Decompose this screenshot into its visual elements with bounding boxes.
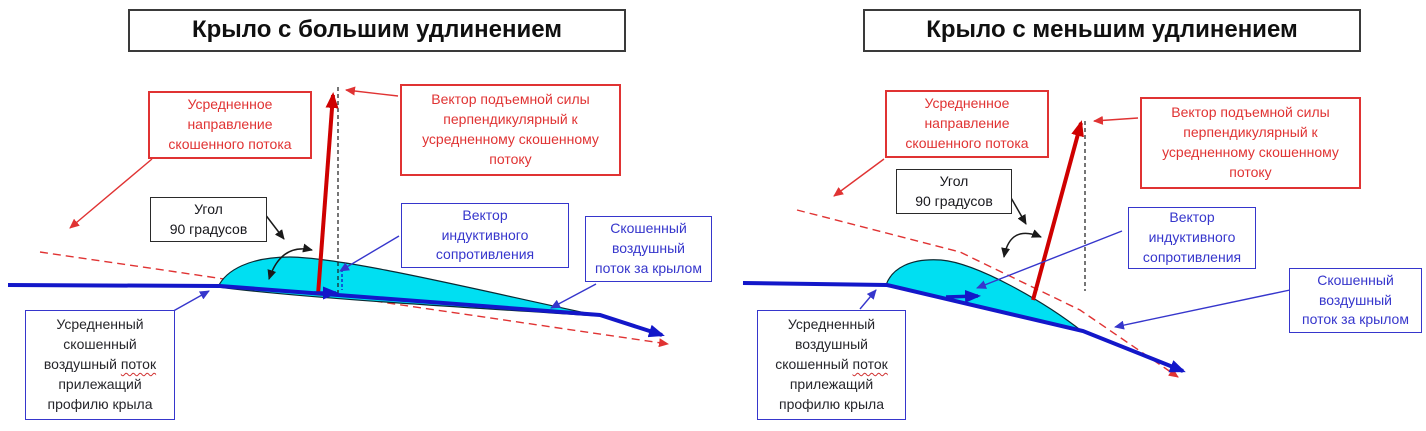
downwash-behind-leader-arrow [1114, 289, 1291, 330]
downwash-behind-label: Скошенный воздушный поток за крылом [585, 216, 712, 282]
misspelled-word: поток [852, 356, 888, 373]
avg-flow-profile-label: Усредненный скошенный воздушный поток пр… [25, 310, 175, 420]
downwash-behind-leader-arrow [550, 283, 597, 309]
diagram-low-aspect-ratio [742, 115, 1291, 378]
diagram-high-aspect-ratio [7, 86, 669, 348]
avg-direction-label: Усредненное направление скошенного поток… [148, 91, 312, 159]
induced-drag-leader-arrow [339, 235, 400, 272]
avg-downwash-direction-dashed-line [796, 209, 1179, 378]
panel-title: Крыло с меньшим удлинением [863, 9, 1361, 52]
induced-drag-vector-arrow [945, 289, 981, 303]
lift-vector-leader-arrow [345, 86, 399, 97]
downwash-behind-label: Скошенный воздушный поток за крылом [1289, 268, 1422, 333]
lift-vector-label: Вектор подъемной силы перпендикулярный к… [1140, 97, 1361, 189]
lift-vector-leader-arrow [1093, 115, 1139, 125]
induced-drag-label: Вектор индуктивного сопротивления [1128, 207, 1256, 269]
angle-90-label: Угол 90 градусов [896, 169, 1012, 214]
angle-90-label: Угол 90 градусов [150, 197, 267, 242]
panel-title: Крыло с большим удлинением [128, 9, 626, 52]
airflow-path-line [7, 283, 665, 338]
lift-vector-arrow [1031, 120, 1084, 301]
lift-vector-label: Вектор подъемной силы перпендикулярный к… [400, 84, 621, 176]
avg-direction-leader-arrow [69, 158, 153, 229]
panel-low-aspect-ratio: Крыло с меньшим удлинением Усредненное н… [713, 0, 1426, 431]
angle-arc-arrow [1001, 229, 1042, 258]
lift-vector-arrow [316, 92, 339, 296]
panel-high-aspect-ratio: Крыло с большим удлинением Усредненное н… [7, 9, 712, 420]
avg-direction-label: Усредненное направление скошенного поток… [885, 90, 1049, 158]
angle-arc-arrow [267, 243, 313, 280]
induced-drag-leader-arrow [976, 230, 1123, 289]
airfoil-profile [885, 259, 1084, 333]
induced-drag-label: Вектор индуктивного сопротивления [401, 203, 569, 268]
misspelled-word: поток [120, 356, 157, 373]
avg-flow-profile-label: Усредненный воздушный скошенный поток пр… [757, 310, 906, 420]
avg-flow-leader-arrow [859, 289, 877, 310]
avg-direction-leader-arrow [833, 158, 885, 197]
airflow-path-line [742, 281, 1186, 373]
